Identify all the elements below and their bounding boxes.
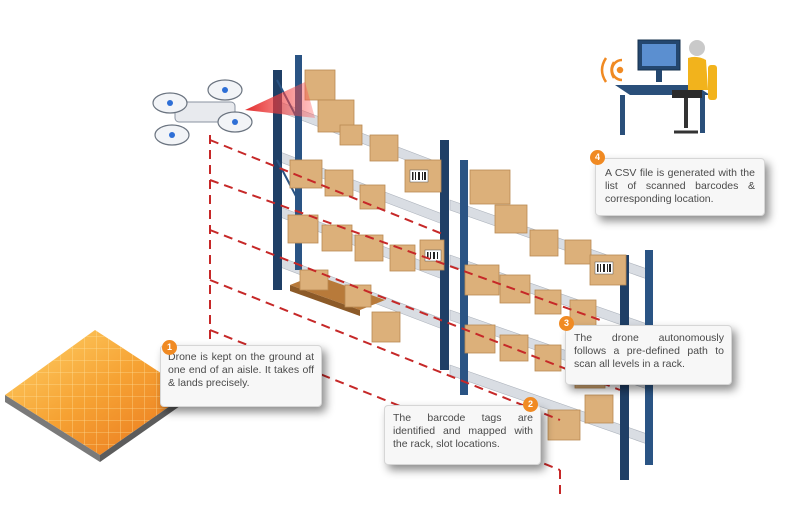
landing-pad-icon bbox=[5, 330, 190, 462]
step-2-text: The barcode tags are identified and mapp… bbox=[393, 412, 533, 450]
barcode-icon bbox=[409, 169, 614, 275]
step-4-text: A CSV file is generated with the list of… bbox=[605, 167, 755, 205]
step-2-badge: 2 bbox=[523, 397, 538, 412]
step-2-callout: The barcode tags are identified and mapp… bbox=[384, 405, 541, 465]
wifi-icon bbox=[600, 57, 624, 83]
drone-icon bbox=[152, 79, 253, 146]
step-3-text: The drone autonomously follows a pre-def… bbox=[574, 332, 724, 370]
step-4-badge: 4 bbox=[590, 150, 605, 165]
step-3-badge: 3 bbox=[559, 316, 574, 331]
step-1-callout: Drone is kept on the ground at one end o… bbox=[160, 345, 322, 407]
step-1-badge: 1 bbox=[162, 340, 177, 355]
step-3-callout: The drone autonomously follows a pre-def… bbox=[565, 325, 732, 385]
scan-laser-beam bbox=[245, 82, 315, 118]
step-4-callout: A CSV file is generated with the list of… bbox=[595, 158, 765, 216]
step-1-text: Drone is kept on the ground at one end o… bbox=[168, 351, 314, 389]
computer-operator-icon bbox=[600, 39, 717, 135]
